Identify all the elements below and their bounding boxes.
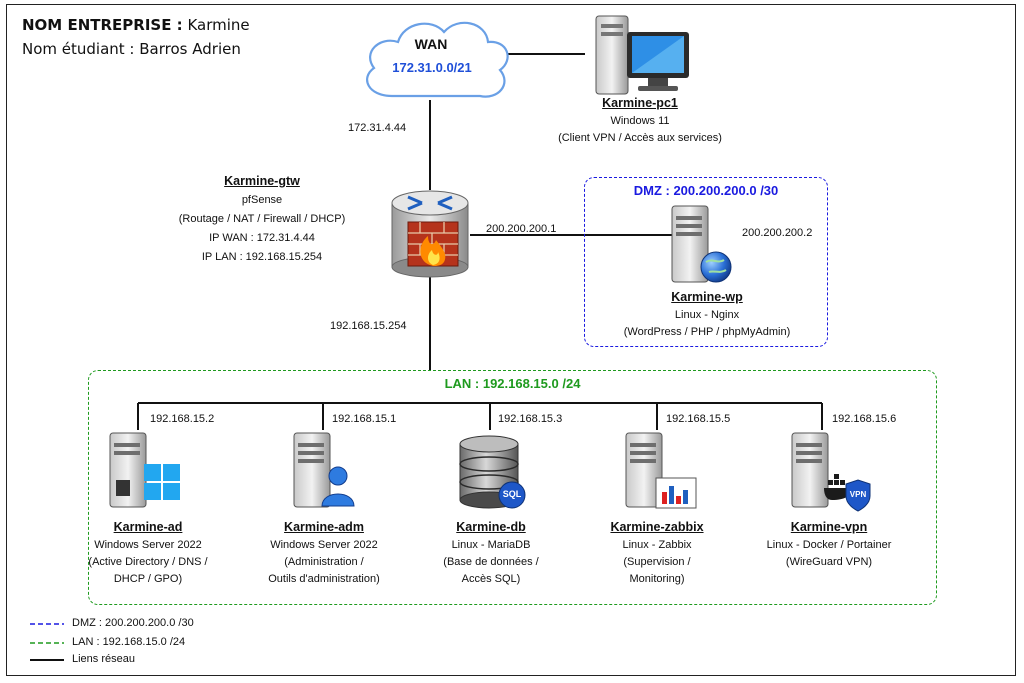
node-db-os: Linux - MariaDB: [451, 539, 531, 551]
lan-ip-db: 192.168.15.3: [498, 413, 563, 425]
node-adm-role2: Outils d'administration): [268, 573, 380, 585]
lan-title: LAN : 192.168.15.0 /24: [444, 376, 581, 391]
node-zabbix: Karmine-zabbix Linux - Zabbix (Supervisi…: [577, 518, 737, 588]
dmz-zone: [584, 177, 828, 347]
vpn-badge: VPN: [849, 490, 867, 499]
node-adm-name: Karmine-adm: [284, 520, 364, 534]
node-gtw-ip-lan: IP LAN : 192.168.15.254: [201, 251, 323, 263]
link-label-gtw-dmz: 200.200.200.1: [486, 223, 557, 235]
admin-server-icon: [293, 432, 355, 508]
node-ad-role2: DHCP / GPO): [113, 573, 183, 585]
node-wp: Karmine-wp Linux - Nginx (WordPress / PH…: [602, 288, 812, 341]
node-zabbix-role1: (Supervision /: [623, 556, 691, 568]
legend-lan-label: LAN : 192.168.15.0 /24: [72, 636, 186, 648]
node-gtw-os: pfSense: [241, 194, 283, 206]
node-wp-role: (WordPress / PHP / phpMyAdmin): [623, 326, 791, 338]
lan-ip-adm: 192.168.15.1: [332, 413, 397, 425]
node-adm-role1: (Administration /: [284, 556, 364, 568]
network-links: [137, 53, 823, 430]
company-label: NOM ENTREPRISE :: [22, 16, 183, 34]
node-gtw-name: Karmine-gtw: [224, 174, 300, 188]
wan-subnet: 172.31.0.0/21: [392, 60, 472, 75]
legend-links-label: Liens réseau: [72, 653, 135, 665]
node-vpn-name: Karmine-vpn: [790, 520, 868, 534]
node-db-name: Karmine-db: [456, 520, 526, 534]
lan-ip-vpn: 192.168.15.6: [832, 413, 897, 425]
node-ad-os: Windows Server 2022: [94, 539, 202, 551]
node-gtw-ip-wan: IP WAN : 172.31.4.44: [209, 232, 315, 244]
node-wp-os: Linux - Nginx: [674, 309, 740, 321]
node-pc1-name: Karmine-pc1: [602, 96, 678, 110]
node-ad-name: Karmine-ad: [113, 520, 183, 534]
node-vpn-role1: (WireGuard VPN): [785, 556, 873, 568]
workstation-icon: [595, 15, 689, 95]
node-pc1-os: Windows 11: [610, 115, 670, 127]
student-line: Nom étudiant : Barros Adrien: [22, 38, 241, 60]
database-icon: [459, 435, 526, 509]
node-pc1-role: (Client VPN / Accès aux services): [558, 132, 722, 144]
node-zabbix-role2: Monitoring): [629, 573, 685, 585]
node-db: Karmine-db Linux - MariaDB (Base de donn…: [411, 518, 571, 588]
legend-dmz-label: DMZ : 200.200.200.0 /30: [72, 617, 194, 629]
link-label-dmz-wp: 200.200.200.2: [742, 227, 813, 239]
node-ad-role1: (Active Directory / DNS /: [88, 556, 208, 568]
node-zabbix-os: Linux - Zabbix: [622, 539, 692, 551]
student-label: Nom étudiant :: [22, 40, 135, 58]
node-adm: Karmine-adm Windows Server 2022 (Adminis…: [244, 518, 404, 588]
node-gtw-role: (Routage / NAT / Firewall / DHCP): [178, 213, 346, 225]
diagram-frame: [6, 4, 1016, 676]
company-line: NOM ENTREPRISE : Karmine: [22, 14, 250, 36]
node-gtw: Karmine-gtw pfSense (Routage / NAT / Fir…: [162, 172, 362, 267]
cloud-icon: [366, 21, 509, 98]
student-name: Barros Adrien: [134, 40, 241, 58]
sql-badge: SQL: [502, 489, 522, 499]
monitoring-server-icon: [625, 432, 697, 509]
node-vpn: Karmine-vpn Linux - Docker / Portainer (…: [744, 518, 914, 571]
vpn-server-icon: [791, 432, 871, 512]
node-pc1: Karmine-pc1 Windows 11 (Client VPN / Acc…: [540, 94, 740, 147]
dmz-title: DMZ : 200.200.200.0 /30: [633, 183, 779, 198]
node-zabbix-name: Karmine-zabbix: [610, 520, 704, 534]
node-vpn-os: Linux - Docker / Portainer: [766, 539, 892, 551]
link-label-gtw-lan: 192.168.15.254: [330, 320, 407, 332]
node-db-role2: Accès SQL): [461, 573, 521, 585]
company-name: Karmine: [182, 16, 250, 34]
node-db-role1: (Base de données /: [443, 556, 539, 568]
lan-ip-zabbix: 192.168.15.5: [666, 413, 731, 425]
node-wp-name: Karmine-wp: [671, 290, 743, 304]
wan-title: WAN: [414, 36, 448, 52]
node-adm-os: Windows Server 2022: [270, 539, 378, 551]
windows-server-icon: [109, 432, 180, 508]
lan-zone: [88, 370, 937, 605]
router-firewall-icon: [391, 190, 469, 278]
lan-ip-ad: 192.168.15.2: [150, 413, 215, 425]
web-server-icon: [671, 205, 732, 283]
node-ad: Karmine-ad Windows Server 2022 (Active D…: [68, 518, 228, 588]
link-label-wan-gtw: 172.31.4.44: [348, 122, 407, 134]
